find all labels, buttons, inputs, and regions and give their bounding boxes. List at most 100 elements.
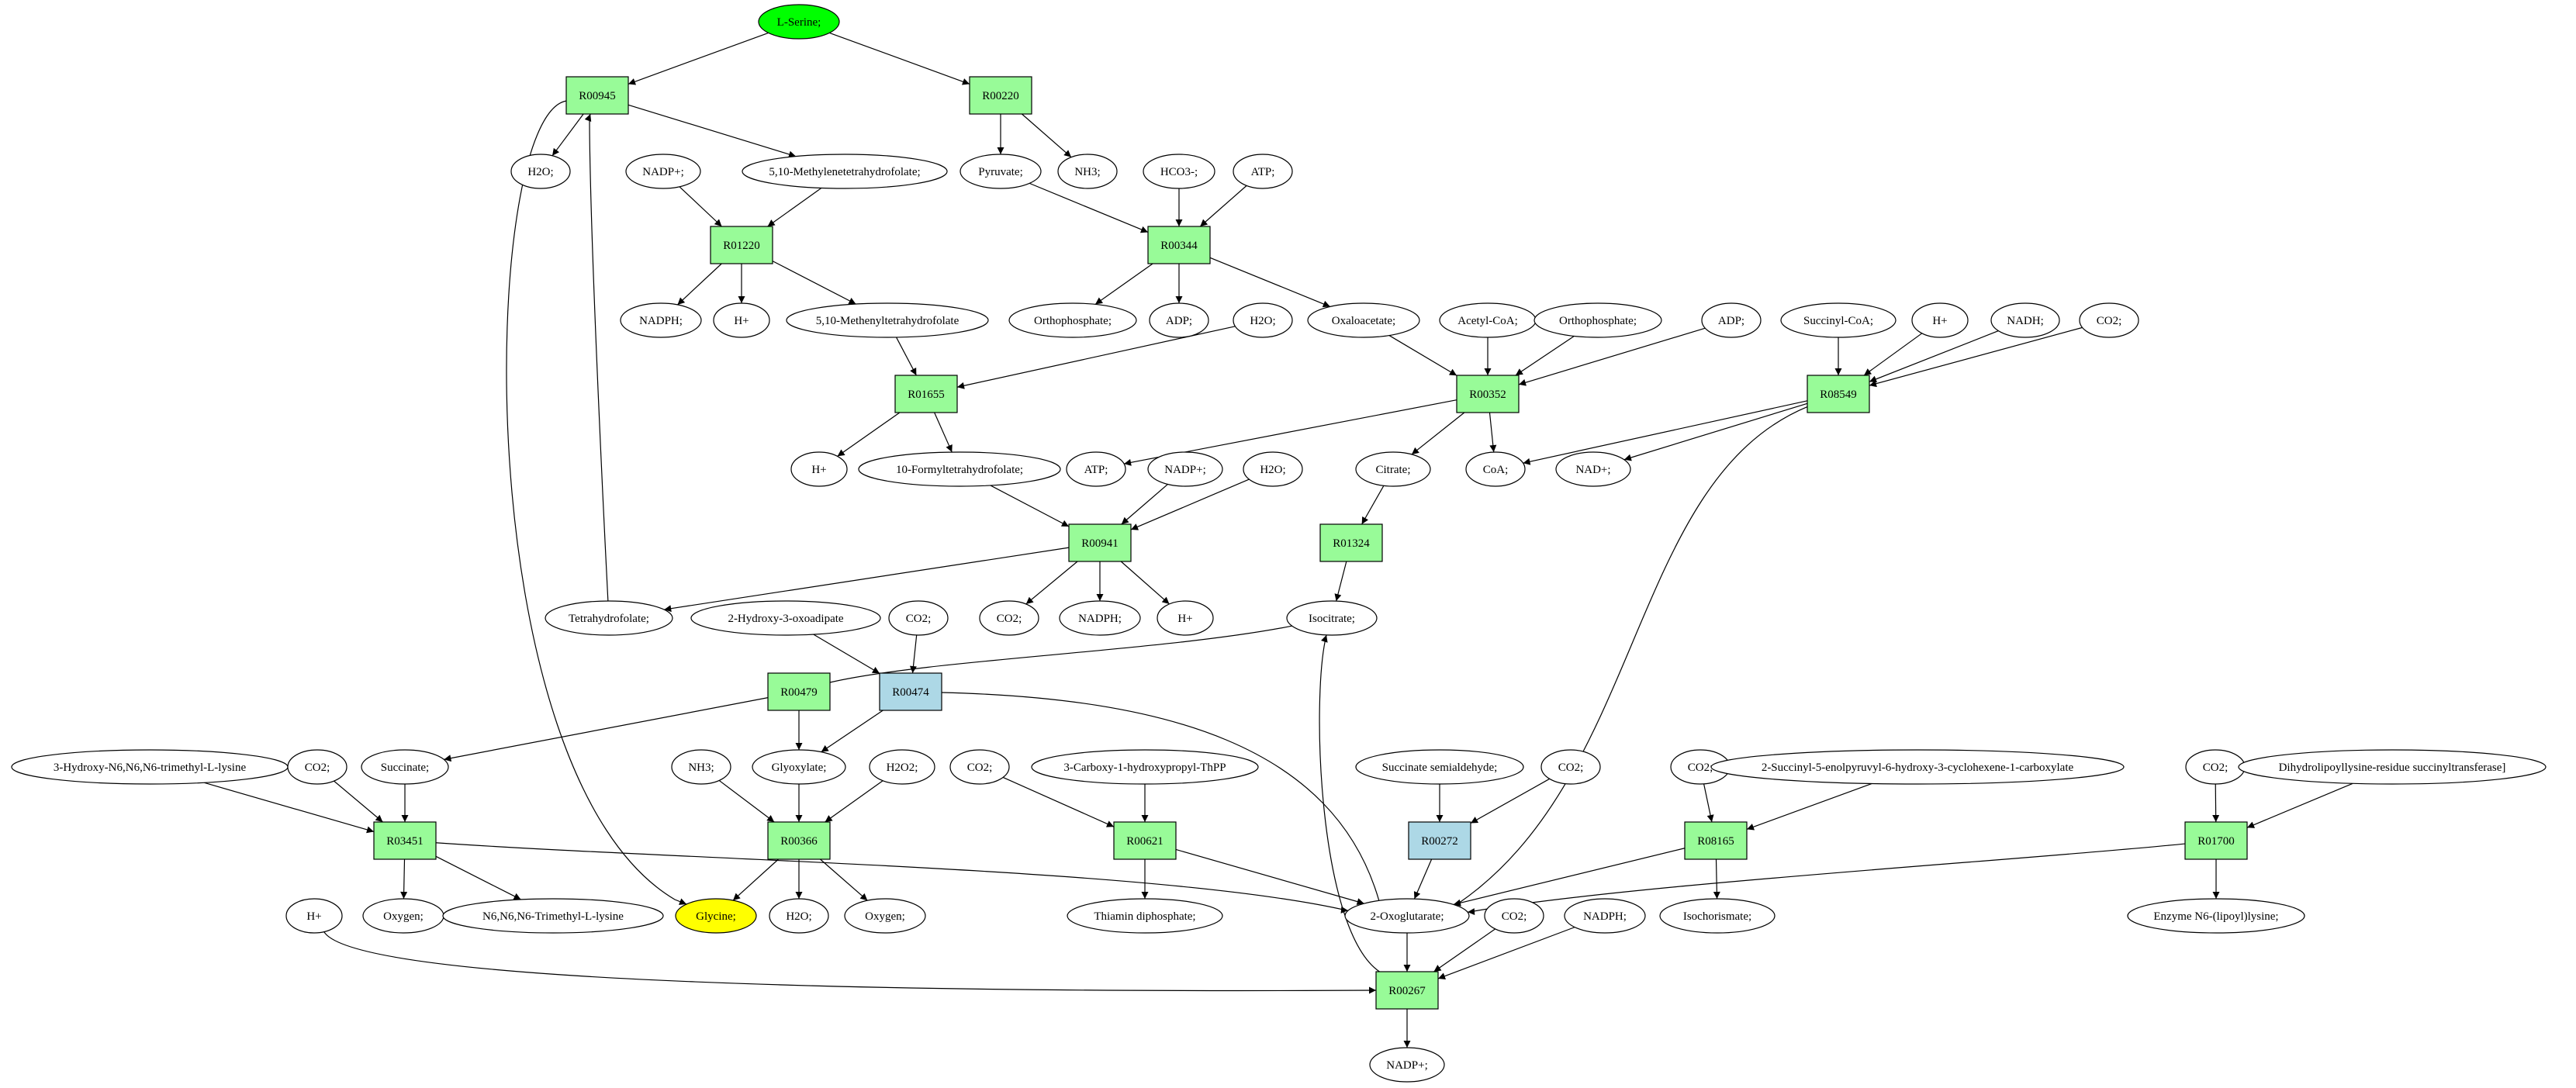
reaction-node-R01220[interactable]: R01220 (710, 226, 773, 264)
compound-lipoyllysine-label: Enzyme N6-(lipoyl)lysine; (2153, 910, 2278, 923)
edge-R08549-to-coa (1523, 400, 1808, 465)
compound-node-co2-9[interactable]: CO2; (1484, 898, 1544, 934)
compound-node-nadph-1[interactable]: NADPH; (620, 302, 702, 338)
compound-ellipse (844, 898, 926, 934)
reaction-node-R00352[interactable]: R00352 (1456, 375, 1520, 413)
compound-node-nadh[interactable]: NADH; (1990, 302, 2060, 338)
compound-node-hydroxyoxoadipate[interactable]: 2-Hydroxy-3-oxoadipate (690, 600, 881, 636)
reaction-node-R01324[interactable]: R01324 (1319, 523, 1383, 562)
compound-node-nad[interactable]: NAD+; (1555, 451, 1631, 487)
compound-nadp-3-label: NADP+; (1386, 1059, 1427, 1072)
compound-node-adp-1[interactable]: ADP; (1149, 302, 1209, 338)
compound-node-nh3-1[interactable]: NH3; (1057, 154, 1118, 189)
compound-oxoglutarate-label: 2-Oxoglutarate; (1371, 910, 1444, 923)
reaction-node-R03451[interactable]: R03451 (373, 821, 437, 860)
compound-node-serine[interactable]: L-Serine; (758, 4, 840, 40)
edge-R00366-to-glycine (732, 858, 779, 901)
compound-node-coa[interactable]: CoA; (1465, 451, 1526, 487)
compound-node-h2o-2[interactable]: H2O; (1233, 302, 1293, 338)
compound-node-co2-4[interactable]: CO2; (287, 749, 348, 785)
compound-node-nadph-2[interactable]: NADPH; (1059, 600, 1141, 636)
compound-node-oxygen-2[interactable]: Oxygen; (844, 898, 926, 934)
reaction-node-R08549[interactable]: R08549 (1807, 375, 1870, 413)
reaction-node-R00220[interactable]: R00220 (969, 76, 1032, 115)
compound-ellipse (625, 154, 701, 189)
compound-ellipse (1990, 302, 2060, 338)
edge-co2_1-to-R08549 (1869, 326, 2083, 388)
compound-carboxyhydroxypropyl-label: 3-Carboxy-1-hydroxypropyl-ThPP (1063, 762, 1226, 774)
compound-node-nadp-2[interactable]: NADP+; (1147, 451, 1223, 487)
reaction-node-R00272[interactable]: R00272 (1408, 821, 1471, 860)
compound-acetylcoa-label: Acetyl-CoA; (1457, 315, 1517, 327)
compound-node-dihydrolipoyl[interactable]: Dihydrolipoyllysine-residue succinyltran… (2238, 749, 2547, 785)
compound-node-oxoglutarate[interactable]: 2-Oxoglutarate; (1344, 898, 1470, 934)
reaction-node-R00941[interactable]: R00941 (1068, 523, 1132, 562)
reaction-node-R01655[interactable]: R01655 (894, 375, 958, 413)
compound-node-pyruvate[interactable]: Pyruvate; (960, 154, 1042, 189)
compound-node-thf[interactable]: Tetrahydrofolate; (545, 600, 673, 636)
compound-node-orthophosphate-2[interactable]: Orthophosphate; (1533, 302, 1662, 338)
compound-node-methenylthf[interactable]: 5,10-Methenyltetrahydrofolate (786, 302, 989, 338)
compound-node-lipoyllysine[interactable]: Enzyme N6-(lipoyl)lysine; (2127, 898, 2305, 934)
compound-node-orthophosphate-1[interactable]: Orthophosphate; (1008, 302, 1137, 338)
compound-node-nadp-3[interactable]: NADP+; (1369, 1047, 1445, 1083)
compound-node-atp-1[interactable]: ATP; (1233, 154, 1293, 189)
compound-node-oxaloacetate[interactable]: Oxaloacetate; (1307, 302, 1420, 338)
compound-node-nadp-1[interactable]: NADP+; (625, 154, 701, 189)
compound-node-nh3-2[interactable]: NH3; (671, 749, 731, 785)
compound-node-co2-3[interactable]: CO2; (979, 600, 1039, 636)
reaction-node-R00621[interactable]: R00621 (1113, 821, 1177, 860)
compound-node-h-3[interactable]: H+ (790, 451, 848, 487)
compound-node-co2-5[interactable]: CO2; (949, 749, 1010, 785)
compound-node-adp-2[interactable]: ADP; (1701, 302, 1762, 338)
compound-node-succsemialdehyde[interactable]: Succinate semialdehyde; (1355, 749, 1524, 785)
compound-node-atp-2[interactable]: ATP; (1066, 451, 1126, 487)
reaction-box (1147, 226, 1211, 264)
reaction-node-R00366[interactable]: R00366 (767, 821, 831, 860)
reaction-node-R00945[interactable]: R00945 (565, 76, 629, 115)
compound-node-glycine[interactable]: Glycine; (675, 898, 757, 934)
reaction-node-R08165[interactable]: R08165 (1684, 821, 1748, 860)
compound-node-hco3[interactable]: HCO3-; (1143, 154, 1215, 189)
reaction-node-R00267[interactable]: R00267 (1375, 971, 1439, 1010)
reaction-box (1319, 523, 1383, 562)
compound-node-glyoxylate[interactable]: Glyoxylate; (752, 749, 846, 785)
compound-node-sephchc[interactable]: 2-Succinyl-5-enolpyruvyl-6-hydroxy-3-cyc… (1710, 749, 2125, 785)
compound-node-co2-1[interactable]: CO2; (2079, 302, 2139, 338)
compound-node-co2-8[interactable]: CO2; (2185, 749, 2246, 785)
reaction-node-R01700[interactable]: R01700 (2184, 821, 2248, 860)
compound-ellipse (1465, 451, 1526, 487)
compound-node-nadph-3[interactable]: NADPH; (1564, 898, 1646, 934)
compound-node-acetylcoa[interactable]: Acetyl-CoA; (1439, 302, 1537, 338)
compound-nadph-2-label: NADPH; (1078, 613, 1122, 625)
reaction-node-R00474[interactable]: R00474 (879, 672, 942, 711)
compound-node-carboxyhydroxypropyl[interactable]: 3-Carboxy-1-hydroxypropyl-ThPP (1031, 749, 1259, 785)
compound-node-succinylcoa[interactable]: Succinyl-CoA; (1780, 302, 1897, 338)
compound-node-isocitrate[interactable]: Isocitrate; (1286, 600, 1378, 636)
compound-node-h-1[interactable]: H+ (713, 302, 770, 338)
compound-node-h-4[interactable]: H+ (1157, 600, 1214, 636)
reaction-node-R00479[interactable]: R00479 (767, 672, 831, 711)
compound-node-h-5[interactable]: H+ (285, 898, 343, 934)
compound-node-h2o-3[interactable]: H2O; (1243, 451, 1303, 487)
compound-node-methylenethf[interactable]: 5,10-Methylenetetrahydrofolate; (742, 154, 948, 189)
compound-node-co2-7[interactable]: CO2; (1670, 749, 1731, 785)
compound-node-citrate[interactable]: Citrate; (1355, 451, 1431, 487)
compound-node-oxygen-1[interactable]: Oxygen; (362, 898, 444, 934)
compound-node-tml[interactable]: N6,N6,N6-Trimethyl-L-lysine (442, 898, 664, 934)
compound-node-h2o-1[interactable]: H2O; (510, 154, 571, 189)
compound-node-isochorismate[interactable]: Isochorismate; (1659, 898, 1776, 934)
compound-node-formylthf[interactable]: 10-Formyltetrahydrofolate; (858, 451, 1061, 487)
reaction-node-R00344[interactable]: R00344 (1147, 226, 1211, 264)
compound-node-h2o-4[interactable]: H2O; (769, 898, 829, 934)
compound-node-co2-6[interactable]: CO2; (1540, 749, 1601, 785)
compound-node-thiamin[interactable]: Thiamin diphosphate; (1067, 898, 1223, 934)
compound-ellipse (713, 302, 770, 338)
edge-co2_2-to-R00474 (909, 634, 918, 674)
compound-node-h2o2[interactable]: H2O2; (869, 749, 935, 785)
reaction-box (767, 821, 831, 860)
compound-node-co2-2[interactable]: CO2; (888, 600, 949, 636)
compound-node-hydroxytml[interactable]: 3-Hydroxy-N6,N6,N6-trimethyl-L-lysine (11, 749, 289, 785)
compound-node-succinate[interactable]: Succinate; (361, 749, 449, 785)
compound-node-h-2[interactable]: H+ (1911, 302, 1969, 338)
